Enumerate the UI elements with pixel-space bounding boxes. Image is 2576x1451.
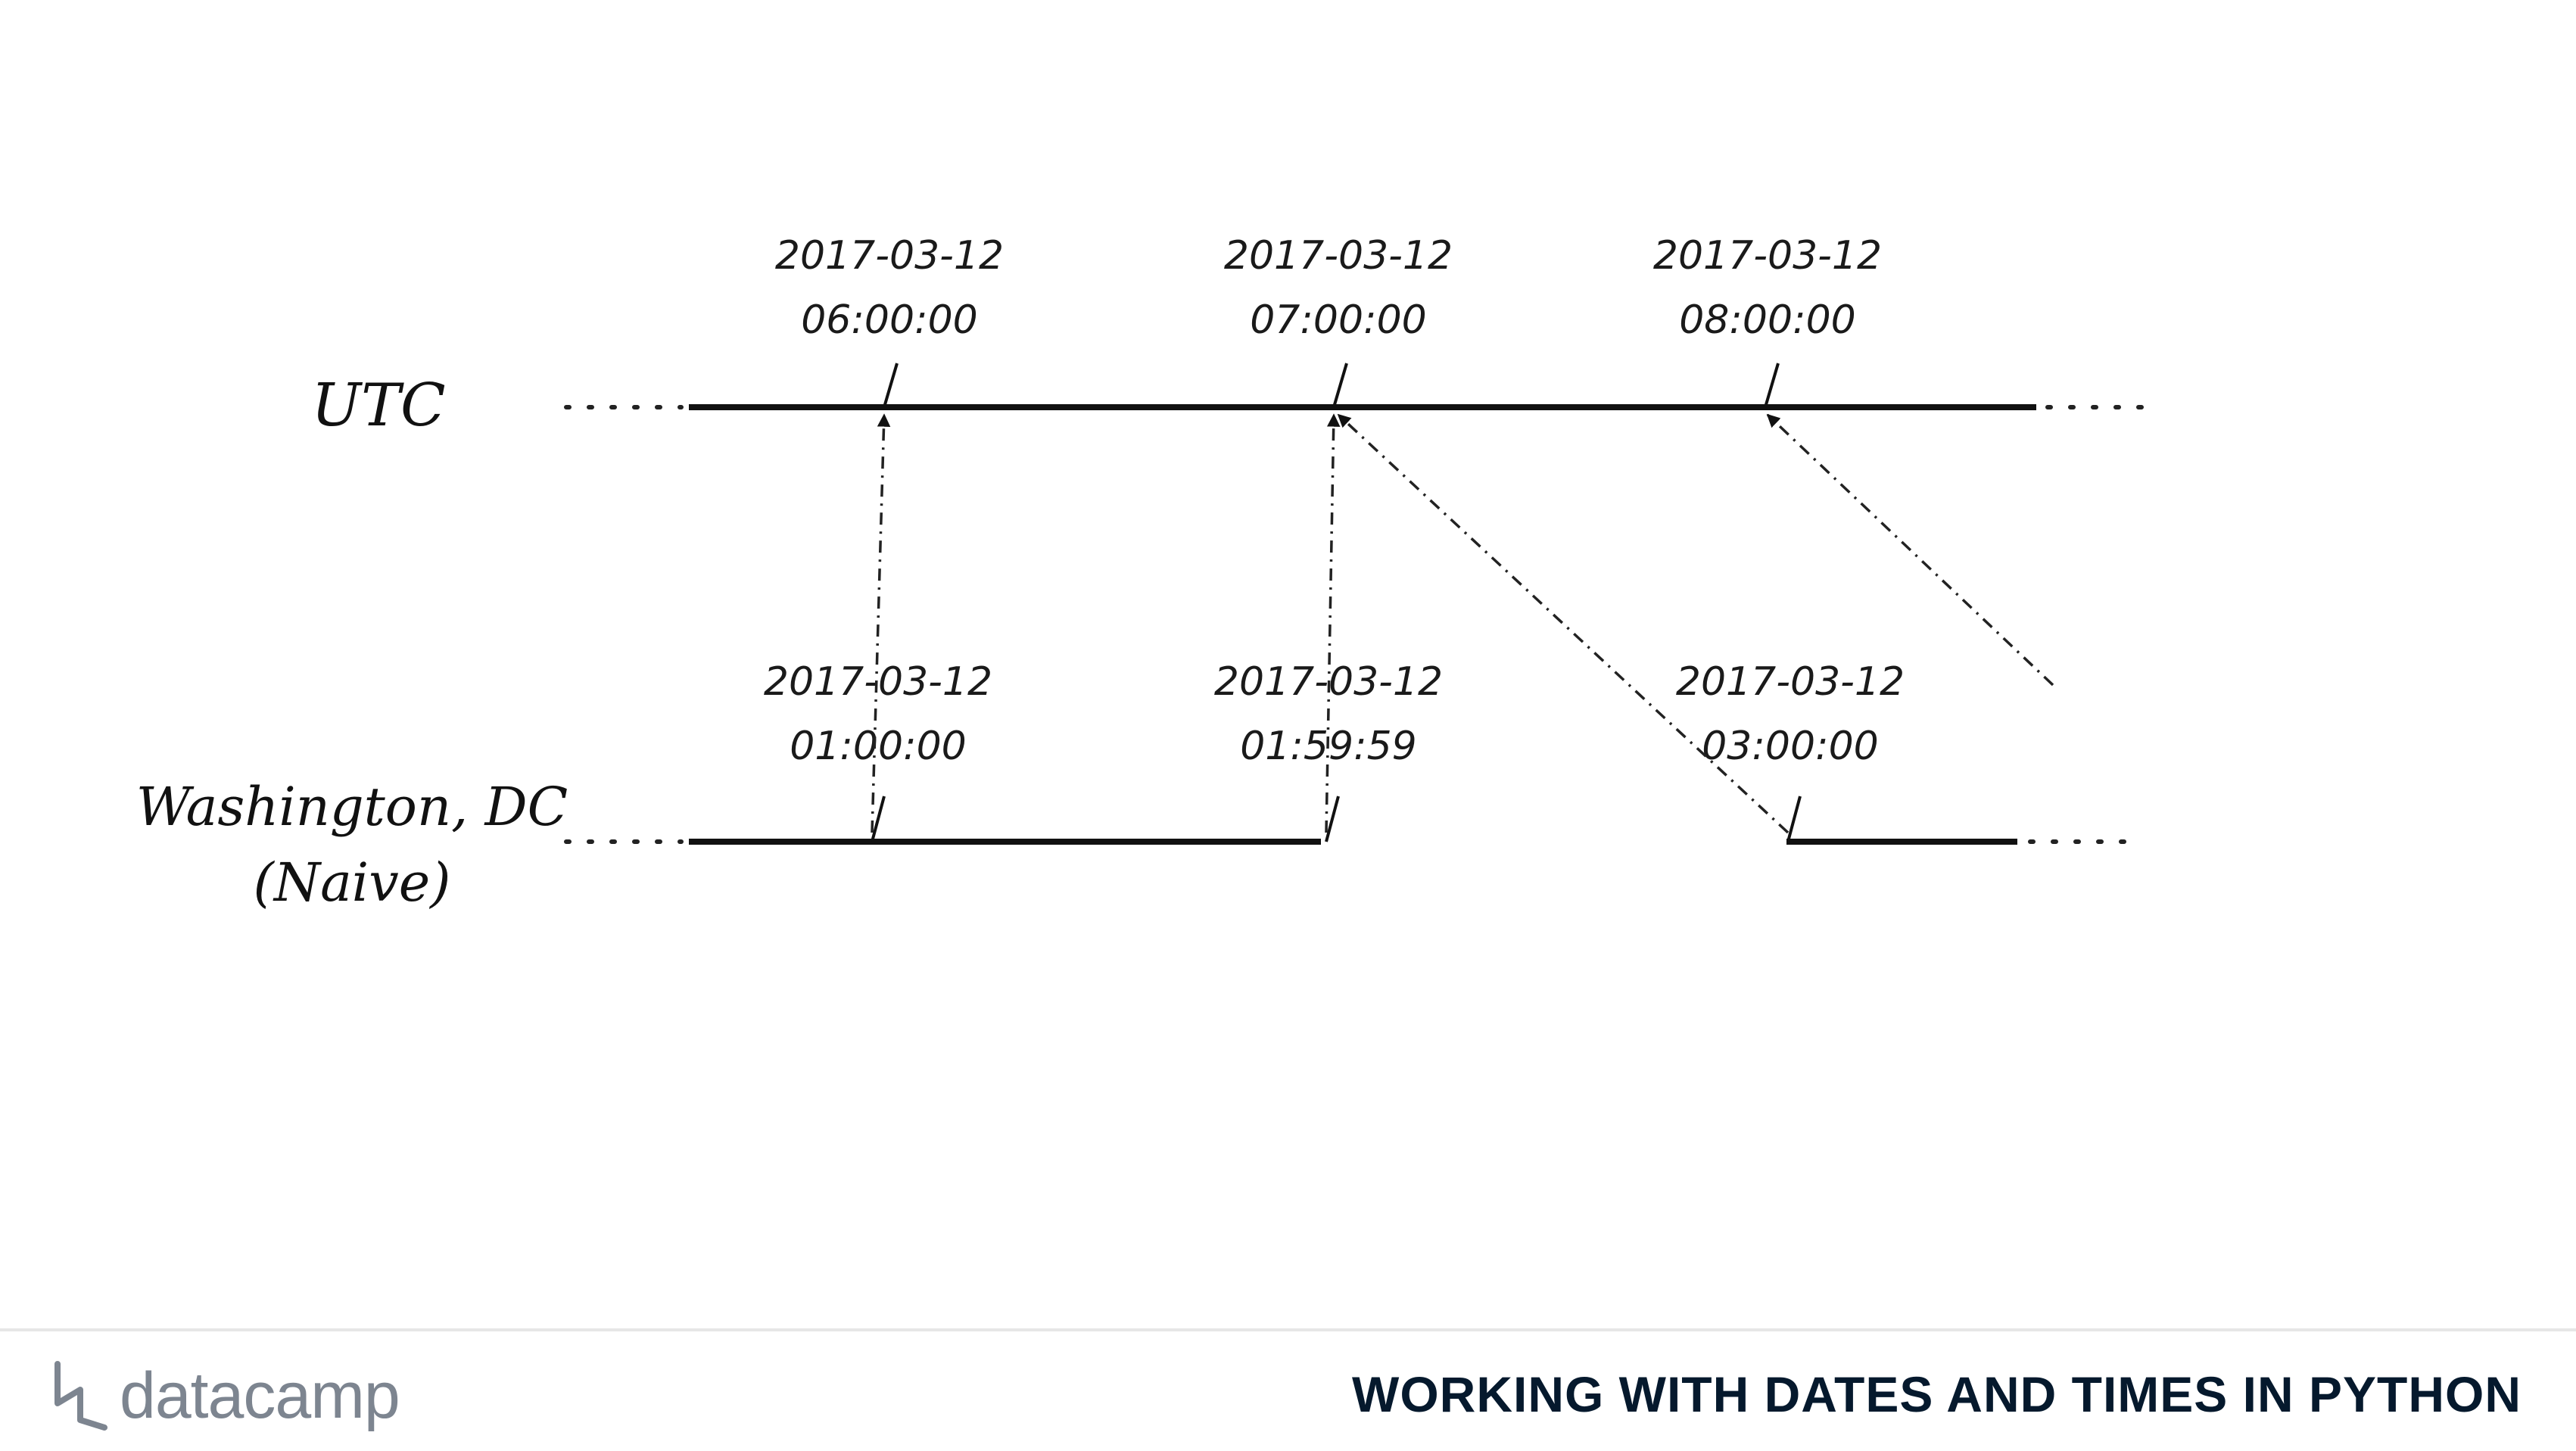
- utc-timeline: [564, 363, 2145, 410]
- row-label-utc: UTC: [311, 372, 445, 440]
- row-label-dc: Washington, DC: [136, 776, 568, 838]
- mapping-arrow-to-0800: [1766, 413, 2054, 687]
- dc-tick-label-time: 01:00:00: [790, 724, 967, 769]
- utc-tick-label-date: 2017-03-12: [1224, 233, 1453, 279]
- slide-footer: datacamp WORKING WITH DATES AND TIMES IN…: [0, 1328, 2576, 1451]
- mapping-arrow-0100-to-0600: [871, 413, 891, 833]
- row-label-dc-qualifier: (Naive): [254, 852, 451, 914]
- utc-tick-0600: [883, 363, 899, 408]
- dc-timeline: [564, 796, 2145, 845]
- utc-tick-label-time: 06:00:00: [801, 297, 978, 343]
- dc-tick-0100: [871, 796, 886, 842]
- utc-tick-label-time: 07:00:00: [1250, 297, 1427, 343]
- mapping-arrow-0300-to-0700: [1337, 413, 1789, 834]
- datacamp-logo-icon: [55, 1361, 107, 1431]
- datacamp-logo-text: datacamp: [120, 1359, 400, 1432]
- utc-tick-label-date: 2017-03-12: [1653, 233, 1882, 279]
- dc-tick-0159: [1325, 796, 1340, 842]
- dc-tick-label-time: 03:00:00: [1702, 724, 1879, 769]
- dc-tick-label-date: 2017-03-12: [764, 659, 992, 705]
- utc-tick-label-date: 2017-03-12: [775, 233, 1004, 279]
- dc-tick-0300: [1786, 796, 1802, 842]
- utc-tick-0700: [1332, 363, 1348, 408]
- course-title: WORKING WITH DATES AND TIMES IN PYTHON: [1352, 1366, 2521, 1422]
- utc-tick-0800: [1764, 363, 1780, 408]
- utc-tick-label-time: 08:00:00: [1679, 297, 1856, 343]
- dc-tick-label-date: 2017-03-12: [1676, 659, 1905, 705]
- datacamp-logo: datacamp: [50, 1354, 400, 1437]
- mapping-arrow-0159-to-0700: [1325, 413, 1341, 833]
